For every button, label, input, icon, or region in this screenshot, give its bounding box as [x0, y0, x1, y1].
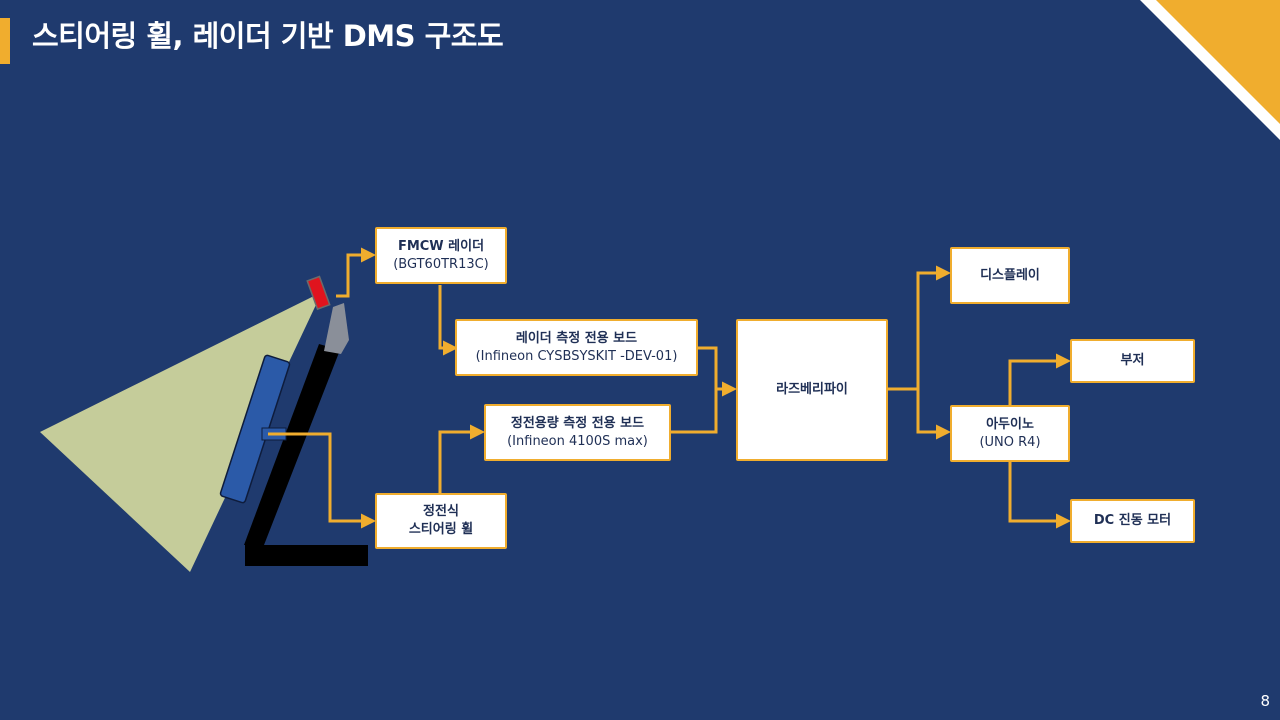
- connector-arduino-to-buzzer: [1008, 353, 1071, 405]
- steering-column-top: [324, 303, 349, 354]
- fmcw-radar-label: FMCW 레이더: [397, 238, 485, 254]
- corner-decoration: [1140, 0, 1280, 140]
- steering-column: [244, 344, 340, 545]
- title-accent-bar: [0, 18, 10, 64]
- capacitive-board-model: (Infineon 4100S max): [507, 433, 648, 449]
- steering-base: [245, 545, 368, 566]
- connector-arduino-to-dc-motor: [1008, 462, 1071, 529]
- buzzer-label: 부저: [1120, 353, 1145, 368]
- arduino-model: (UNO R4): [979, 434, 1041, 450]
- capacitive-wheel-label-2: 스티어링 휠: [408, 522, 474, 537]
- dc-motor-label: DC 진동 모터: [1093, 513, 1172, 528]
- capacitive-board-label: 정전용량 측정 전용 보드: [510, 415, 645, 431]
- display-box: 디스플레이: [950, 247, 1070, 304]
- connector-radar-sensor-to-fmcw: [336, 247, 376, 298]
- connector-capacitive-wheel-to-capacitive-board: [438, 424, 485, 493]
- raspberry-pi-box: 라즈베리파이: [736, 319, 888, 461]
- buzzer-box: 부저: [1070, 339, 1195, 383]
- radar-board-box: 레이더 측정 전용 보드 (Infineon CYSBSYSKIT -DEV-0…: [455, 319, 698, 376]
- connector-rpi-to-arduino: [916, 389, 951, 440]
- capacitive-wheel-label: 정전식: [423, 504, 459, 519]
- radar-board-label: 레이더 측정 전용 보드: [515, 330, 638, 346]
- connector-radar-board-to-rpi: [698, 346, 737, 397]
- connector-fmcw-to-radar-board: [438, 285, 458, 356]
- radar-board-model: (Infineon CYSBSYSKIT -DEV-01): [475, 348, 678, 364]
- slide-title: 스티어링 휠, 레이더 기반 DMS 구조도: [32, 19, 504, 53]
- connector-capacitive-board-to-rpi: [671, 389, 718, 434]
- display-label: 디스플레이: [980, 267, 1040, 283]
- capacitive-wheel-box: 정전식 스티어링 휠: [375, 493, 507, 549]
- page-number: 8: [1260, 692, 1270, 710]
- radar-beam: [40, 292, 322, 572]
- connector-rpi-to-display: [888, 265, 951, 391]
- fmcw-radar-box: FMCW 레이더 (BGT60TR13C): [375, 227, 507, 284]
- fmcw-radar-model: (BGT60TR13C): [393, 256, 489, 272]
- capacitive-board-box: 정전용량 측정 전용 보드 (Infineon 4100S max): [484, 404, 671, 461]
- dc-motor-box: DC 진동 모터: [1070, 499, 1195, 543]
- arduino-label: 아두이노: [986, 416, 1034, 432]
- connector-wheel-to-capacitive-wheel: [268, 432, 376, 529]
- raspberry-pi-label: 라즈베리파이: [776, 382, 848, 397]
- radar-sensor: [306, 275, 331, 311]
- arduino-box: 아두이노 (UNO R4): [950, 405, 1070, 462]
